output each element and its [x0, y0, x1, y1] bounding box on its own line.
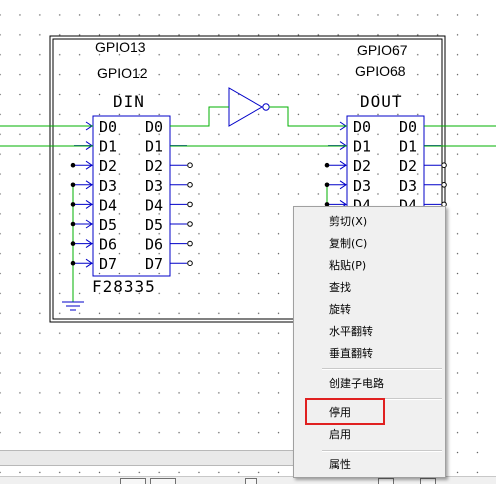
right-label-1: GPIO67 — [357, 42, 408, 58]
outer-frame[interactable] — [49, 35, 446, 323]
menu-item-disable[interactable]: 停用 — [329, 406, 351, 419]
toolbar-button[interactable] — [245, 478, 257, 484]
din-left-pin-4-arrow — [85, 199, 93, 209]
din-right-pin-label: D7 — [145, 255, 163, 273]
din-left-pin-label: D0 — [99, 118, 117, 136]
menu-item-enable[interactable]: 启用 — [329, 428, 351, 441]
din-left-pin-5-arrow — [85, 219, 93, 229]
menu-item-copy[interactable]: 复制(C) — [329, 237, 368, 250]
menu-item-find[interactable]: 查找 — [329, 281, 351, 294]
din-title: DIN — [113, 92, 145, 111]
menu-separator — [322, 450, 442, 452]
din-left-pin-label: D5 — [99, 216, 117, 234]
toolbar-button[interactable] — [120, 478, 146, 484]
din-left-pin-label: D1 — [99, 138, 117, 156]
ground-symbol — [62, 301, 84, 311]
dout-right-pin-3-terminal — [441, 182, 447, 188]
dout-right-pin-label: D3 — [399, 177, 417, 195]
dout-ground-junction — [324, 182, 330, 188]
din-right-pin-label: D6 — [145, 236, 163, 254]
din-left-pin-2-arrow — [85, 160, 93, 170]
menu-separator — [322, 368, 442, 370]
din-right-pin-4-terminal — [187, 201, 193, 208]
dout-right-pin-label: D1 — [399, 138, 417, 156]
dout-right-pin-label: D0 — [399, 118, 417, 136]
din-left-pin-7-arrow — [85, 258, 93, 268]
menu-item-flip-horizontal[interactable]: 水平翻转 — [329, 325, 373, 338]
dout-ground-junction — [324, 202, 330, 207]
din-right-pin-label: D2 — [145, 157, 163, 175]
menu-item-paste[interactable]: 粘贴(P) — [329, 259, 367, 272]
dout-left-pin-label: D3 — [353, 177, 371, 195]
dout-left-pin-label: D0 — [353, 118, 371, 136]
menu-item-create-subcircuit[interactable]: 创建子电路 — [329, 377, 384, 390]
din-right-pin-label: D4 — [145, 196, 163, 214]
dout-ground-junction — [324, 162, 330, 168]
din-right-pin-label: D0 — [145, 118, 163, 136]
dout-left-pin-label: D2 — [353, 157, 371, 175]
din-right-pin-5-terminal — [187, 221, 193, 227]
din-right-pin-7-terminal — [187, 260, 193, 267]
dout-left-pin-3-arrow — [339, 180, 347, 190]
dout-left-pin-label: D1 — [353, 138, 371, 156]
menu-item-cut[interactable]: 剪切(X) — [329, 215, 368, 228]
dout-left-pin-2-arrow — [339, 160, 347, 170]
horizontal-scrollbar-track[interactable] — [225, 450, 293, 466]
din-right-pin-label: D3 — [145, 177, 163, 195]
context-menu: 剪切(X) 复制(C) 粘贴(P) 查找 旋转 水平翻转 垂直翻转 创建子电路 … — [293, 206, 446, 478]
dout-right-pin-2-terminal — [441, 162, 447, 168]
left-label-2: GPIO12 — [97, 65, 148, 81]
dout-title: DOUT — [360, 92, 403, 111]
din-right-pin-3-terminal — [187, 182, 193, 188]
din-ground-junction — [70, 202, 76, 207]
right-label-2: GPIO68 — [355, 63, 406, 79]
menu-separator — [322, 398, 442, 400]
chip-label: F28335 — [92, 277, 156, 296]
toolbar-button[interactable] — [378, 478, 394, 484]
inverter-output-wire[interactable] — [269, 106, 347, 127]
din-component[interactable] — [92, 115, 171, 277]
din-left-pin-3-arrow — [85, 180, 93, 190]
inverter-gate[interactable] — [228, 87, 270, 127]
din-left-pin-6-arrow — [85, 239, 93, 249]
din-ground-junction — [70, 221, 76, 227]
din-ground-junction — [70, 260, 76, 266]
toolbar-button[interactable] — [420, 478, 436, 484]
din-left-pin-label: D4 — [99, 196, 117, 214]
din-ground-junction — [70, 162, 76, 168]
menu-item-properties[interactable]: 属性 — [329, 458, 351, 471]
outer-frame-inner — [52, 38, 443, 320]
dout-right-pin-label: D2 — [399, 157, 417, 175]
din-left-pin-label: D2 — [99, 157, 117, 175]
horizontal-scrollbar[interactable] — [0, 450, 225, 466]
menu-item-rotate[interactable]: 旋转 — [329, 303, 351, 316]
din-ground-junction — [70, 241, 76, 246]
menu-item-flip-vertical[interactable]: 垂直翻转 — [329, 347, 373, 360]
din-right-pin-label: D1 — [145, 138, 163, 156]
toolbar-button[interactable] — [150, 478, 176, 484]
din-left-pin-label: D7 — [99, 255, 117, 273]
din-right-pin-6-terminal — [187, 240, 193, 247]
din-ground-junction — [70, 182, 76, 188]
din-right-pin-2-terminal — [187, 162, 193, 168]
din-left-pin-label: D3 — [99, 177, 117, 195]
inverter-input-wire[interactable] — [170, 106, 229, 127]
din-left-pin-label: D6 — [99, 236, 117, 254]
left-label-1: GPIO13 — [95, 39, 146, 55]
din-right-pin-label: D5 — [145, 216, 163, 234]
